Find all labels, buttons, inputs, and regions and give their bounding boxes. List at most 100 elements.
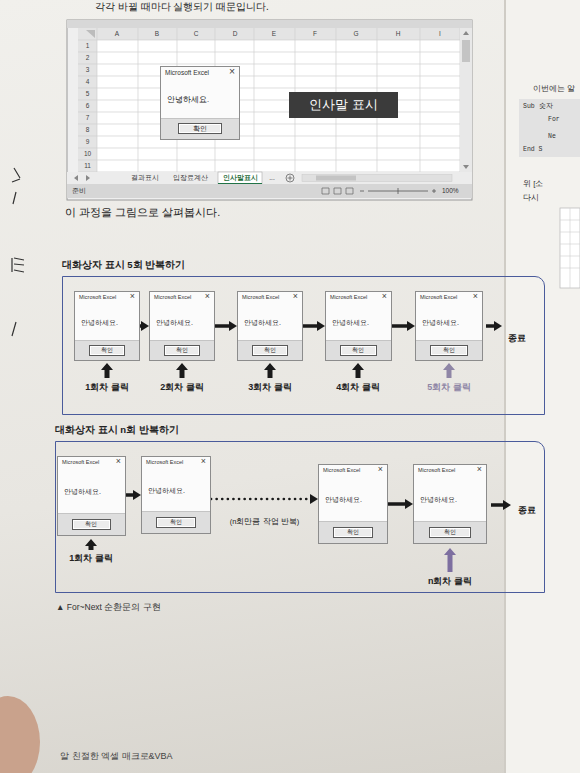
- sheet-tab: ...: [269, 174, 274, 182]
- click-arrow: [264, 363, 276, 378]
- dialog-message: 안녕하세요.: [64, 488, 101, 496]
- formula-strip: [67, 20, 472, 28]
- end-arrow: [491, 503, 505, 507]
- message-dialog: Microsoft Excel×안녕하세요.확인: [141, 456, 211, 534]
- column-letter: G: [353, 30, 358, 38]
- row-number: 11: [84, 162, 91, 170]
- mini-sheet-grid: [560, 208, 580, 288]
- button-label: 확인: [264, 347, 276, 353]
- side-text: 이번에는 알: [533, 84, 575, 93]
- figure-caption: ▲ For~Next 순환문의 구현: [56, 602, 161, 612]
- ok-button: 확인: [333, 527, 372, 538]
- click-arrow: [444, 548, 456, 572]
- button-label: 확인: [443, 347, 455, 353]
- status-bar: [67, 184, 472, 198]
- ok-button: 확인: [156, 517, 195, 528]
- click-arrow: [443, 363, 455, 378]
- side-text: 위 [소: [523, 179, 543, 189]
- row-number: 3: [86, 66, 90, 74]
- sheet-grid: [78, 28, 460, 172]
- scroll-thumb: [462, 40, 470, 62]
- dialog-title: Microsoft Excel: [418, 467, 455, 473]
- row-number: 7: [86, 114, 90, 122]
- click-arrow: [352, 363, 364, 378]
- sheet-tab: 결과표시: [131, 174, 159, 182]
- panel-heading: 대화상자 표시 n회 반복하기: [55, 425, 179, 436]
- column-letter: E: [272, 30, 276, 38]
- button-label: 확인: [85, 521, 97, 527]
- row-number: 1: [86, 42, 90, 50]
- message-dialog: Microsoft Excel × 안녕하세요. 확인: [57, 456, 126, 536]
- sheet-tab: 입장료계산: [173, 174, 208, 182]
- dialog-message: 안녕하세요.: [332, 319, 369, 327]
- message-dialog: Microsoft Excel×안녕하세요.확인: [237, 291, 303, 361]
- dialog-message: 안녕하세요.: [420, 496, 457, 504]
- flow-arrow: [392, 324, 409, 328]
- zoom-slider: [360, 188, 436, 194]
- ok-button: 확인: [89, 345, 126, 356]
- step-label: 1회차 클릭: [85, 382, 129, 393]
- button-label: 확인: [101, 347, 113, 353]
- add-sheet-plus: [288, 176, 293, 181]
- dialog-title: Microsoft Excel: [165, 69, 209, 76]
- select-all-corner: [86, 30, 95, 38]
- dialog-message: 안녕하세요.: [422, 319, 459, 327]
- message-dialog: Microsoft Excel×안녕하세요.확인: [74, 291, 140, 361]
- ok-button: 확인: [164, 345, 201, 356]
- column-letter: B: [155, 30, 159, 38]
- flow-arrow: [388, 502, 407, 506]
- edge-label: (n회만큼 작업 반복): [230, 517, 299, 526]
- active-sheet-tab: [218, 172, 262, 184]
- side-text: End S: [523, 146, 543, 154]
- dialog-message: 안녕하세요.: [325, 496, 362, 504]
- dialog-title: Microsoft Excel: [62, 459, 99, 465]
- tab-nav-arrows: [74, 175, 90, 181]
- row-number: 6: [86, 102, 90, 110]
- click-arrow: [101, 363, 113, 378]
- pen-marks: [12, 168, 24, 336]
- message-dialog: Microsoft Excel × 안녕하세요. 확인: [318, 464, 388, 544]
- flow-arrow: [303, 324, 319, 328]
- column-letter: H: [396, 30, 401, 38]
- row-number: 5: [86, 90, 90, 98]
- row-number: 4: [86, 78, 90, 86]
- flow-panel: 대화상자 표시 n회 반복하기Microsoft Excel×안녕하세요.확인M…: [55, 441, 545, 593]
- macro-button: 인사말 표시: [289, 92, 398, 118]
- ok-button: 확인: [430, 345, 468, 356]
- message-dialog: Microsoft Excel×안녕하세요.확인: [325, 291, 392, 361]
- close-symbol: ×: [378, 464, 383, 474]
- side-text: Sub 숫자: [523, 103, 553, 111]
- column-letter: C: [194, 30, 199, 38]
- step-label: 1회차 클릭: [69, 553, 113, 564]
- dialog-message: 안녕하세요.: [167, 96, 209, 105]
- message-dialog: Microsoft Excel×안녕하세요.확인: [160, 66, 240, 140]
- side-text: 다시: [523, 193, 539, 203]
- ok-button: 확인: [178, 123, 223, 134]
- side-text: Ne: [548, 133, 556, 141]
- sheet-grid-ground: [97, 40, 460, 172]
- sheet-tab: 인사말표시: [223, 174, 258, 182]
- button-label: 확인: [347, 529, 359, 535]
- close-symbol: ×: [382, 291, 387, 301]
- dialog-title: Microsoft Excel: [323, 467, 360, 473]
- dialog-title: Microsoft Excel: [154, 294, 191, 300]
- message-dialog: Microsoft Excel × 안녕하세요. 확인: [415, 291, 483, 361]
- close-symbol: ×: [473, 291, 478, 301]
- dialog-title: Microsoft Excel: [420, 294, 457, 300]
- sheet-tab-bar: [67, 172, 472, 184]
- dialog-title: Microsoft Excel: [242, 294, 279, 300]
- end-arrow: [486, 324, 496, 328]
- column-letter: D: [233, 30, 238, 38]
- close-symbol: ×: [116, 456, 121, 466]
- row-header-bar: [78, 40, 97, 172]
- column-letter: F: [313, 30, 317, 38]
- dialog-title: Microsoft Excel: [330, 294, 367, 300]
- horizontal-scrollbar: [302, 175, 452, 182]
- close-symbol: ×: [477, 464, 482, 474]
- body-text: 이 과정을 그림으로 살펴봅시다.: [65, 206, 220, 219]
- ok-button: 확인: [72, 519, 111, 530]
- close-symbol: ×: [130, 291, 135, 301]
- dialog-message: 안녕하세요.: [81, 319, 118, 327]
- panel-heading: 대화상자 표시 5회 반복하기: [62, 260, 185, 271]
